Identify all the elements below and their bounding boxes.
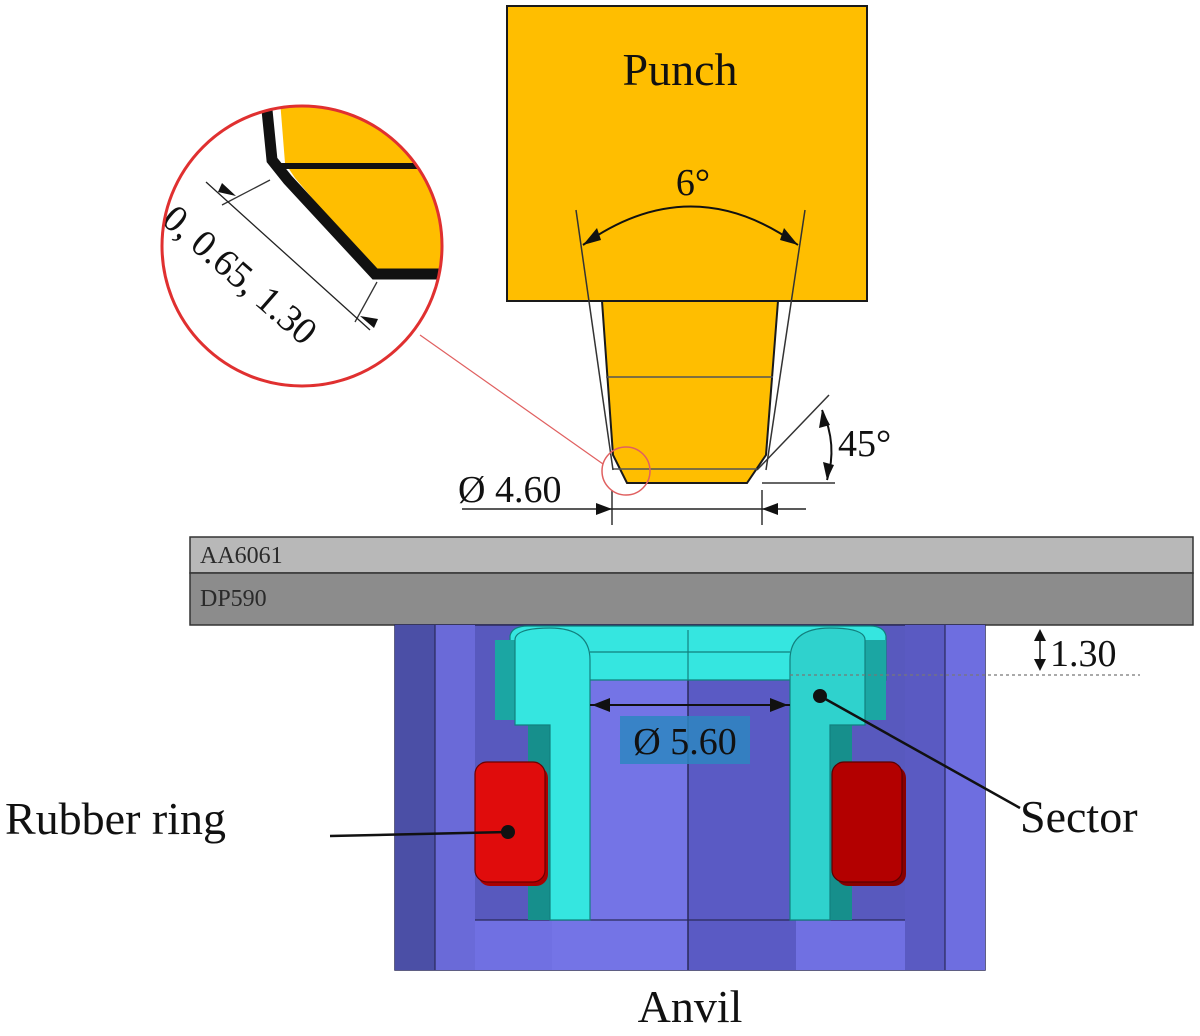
anvil-label: Anvil bbox=[638, 981, 743, 1031]
taper-angle-dimension: 6° bbox=[575, 162, 806, 471]
punch-dia-arrow-left bbox=[596, 503, 612, 515]
taper-angle-label: 6° bbox=[676, 162, 710, 204]
taper-extension-right bbox=[765, 209, 806, 471]
anvil-diameter-dimension: Ø 5.60 bbox=[590, 698, 790, 764]
chamfer-arrow-bottom bbox=[823, 462, 834, 480]
sheets: AA6061 DP590 bbox=[189, 536, 1194, 626]
gap-arrow-bottom bbox=[1034, 659, 1046, 671]
zoom-ext-line-top bbox=[221, 179, 271, 206]
sector-left-finger bbox=[514, 627, 591, 921]
zoom-dim-arrow-bottom bbox=[360, 316, 378, 328]
sector-leader bbox=[819, 694, 1021, 810]
zoom-leader-line bbox=[419, 334, 604, 465]
sheet-aa6061 bbox=[189, 536, 1194, 574]
zoom-circle-border bbox=[160, 104, 444, 388]
rubber-ring-callout: Rubber ring bbox=[5, 793, 515, 844]
punch: Punch bbox=[506, 5, 868, 484]
taper-arrow-right bbox=[780, 228, 798, 245]
punch-body bbox=[506, 5, 868, 302]
rubber-ring-leader bbox=[329, 830, 509, 838]
taper-extension-left bbox=[575, 209, 614, 471]
gap-label: 1.30 bbox=[1050, 633, 1117, 675]
rubber-ring-label: Rubber ring bbox=[5, 793, 226, 844]
zoom-dim-line bbox=[205, 181, 371, 331]
anvil-left-wall bbox=[435, 625, 475, 970]
chamfer-arrow-top bbox=[819, 410, 830, 428]
zoom-punch-edge bbox=[260, 106, 442, 280]
sheet-dp590 bbox=[189, 572, 1194, 626]
zoom-ext-line-bottom bbox=[354, 281, 378, 323]
rubber-ring-leader-dot bbox=[501, 825, 515, 839]
sheet-dp590-label: DP590 bbox=[200, 586, 267, 612]
zoom-target-circle bbox=[601, 446, 651, 496]
taper-arc bbox=[582, 205, 799, 246]
punch-diameter-label: Ø 4.60 bbox=[458, 469, 561, 511]
anvil-right-face bbox=[945, 625, 985, 970]
anvil-dia-arrow-right bbox=[770, 698, 788, 712]
anvil-dia-label-box bbox=[620, 716, 750, 764]
gap-dimension: 1.30 bbox=[790, 629, 1140, 676]
chamfer-angle-dimension: 45° bbox=[756, 394, 891, 484]
sector-leader-dot bbox=[813, 689, 827, 703]
punch-label: Punch bbox=[623, 44, 738, 95]
anvil: Anvil bbox=[394, 624, 986, 1032]
anvil-diameter-label: Ø 5.60 bbox=[633, 721, 736, 763]
rubber-ring-left bbox=[474, 761, 546, 883]
sector-callout: Sector bbox=[813, 689, 1138, 842]
sector-label: Sector bbox=[1020, 791, 1138, 842]
taper-arrow-left bbox=[583, 228, 601, 245]
rubber-ring-right bbox=[831, 761, 903, 883]
zoom-dim-arrow-top bbox=[218, 183, 236, 196]
anvil-right-wall bbox=[905, 625, 945, 970]
gap-arrow-top bbox=[1034, 629, 1046, 641]
chamfer-extension-diagonal bbox=[756, 394, 830, 471]
sector-right-finger bbox=[789, 627, 866, 921]
anvil-left-face bbox=[395, 625, 435, 970]
sheet-aa6061-label: AA6061 bbox=[200, 543, 283, 569]
punch-tip bbox=[600, 300, 780, 484]
punch-diameter-dimension: Ø 4.60 bbox=[458, 469, 806, 525]
chamfer-angle-label: 45° bbox=[838, 423, 891, 465]
punch-dia-arrow-right bbox=[762, 503, 778, 515]
anvil-dia-arrow-left bbox=[592, 698, 610, 712]
